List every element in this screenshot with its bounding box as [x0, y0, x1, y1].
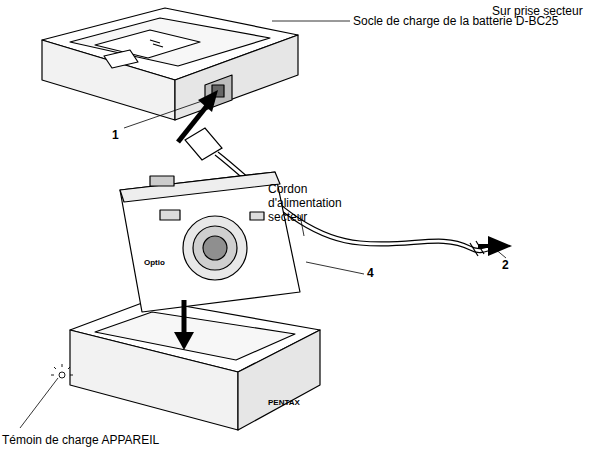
indicator-lamp: [68, 367, 70, 369]
charger-stand: [104, 50, 138, 68]
charger-stand: [70, 300, 320, 430]
indicator-lamp: [59, 372, 65, 378]
arrow: [174, 300, 194, 350]
indicator-lamp: [51, 364, 73, 378]
callout-number: 2: [502, 258, 522, 272]
arrow: [174, 332, 194, 350]
charger-stand: [150, 40, 163, 47]
brand-logo: PENTAX: [268, 398, 318, 408]
leader-line: [494, 248, 506, 258]
power-cord: [470, 243, 478, 256]
charger-stand: [95, 312, 295, 360]
indicator-lamp: [62, 364, 63, 367]
callout-number: 1: [112, 128, 132, 142]
camera: [183, 216, 247, 280]
camera: [193, 226, 237, 270]
charger-stand: [42, 8, 298, 120]
charger-stand: [70, 18, 270, 66]
leader-line: [124, 100, 205, 128]
camera: [160, 210, 180, 220]
camera: [120, 172, 280, 202]
camera: [250, 212, 264, 220]
leader-line: [272, 21, 350, 22]
camera: [150, 176, 174, 186]
callout-number: 4: [367, 266, 387, 280]
charger-stand: [95, 30, 200, 58]
arrow: [478, 244, 492, 248]
indicator-lamp: [54, 367, 56, 369]
power-cord: [185, 128, 222, 160]
brand-logo: Optio: [144, 258, 184, 268]
arrow: [182, 300, 187, 335]
part-label: Sur prise secteur: [492, 4, 602, 18]
part-label: Témoin de charge APPAREIL: [2, 433, 262, 447]
leader-line: [306, 262, 364, 274]
camera: [203, 236, 227, 260]
leader-line: [20, 378, 58, 428]
indicator-lamp: [70, 375, 73, 376]
indicator-lamp: [51, 375, 54, 376]
part-label: Cordon d'alimentation secteur: [268, 182, 363, 224]
